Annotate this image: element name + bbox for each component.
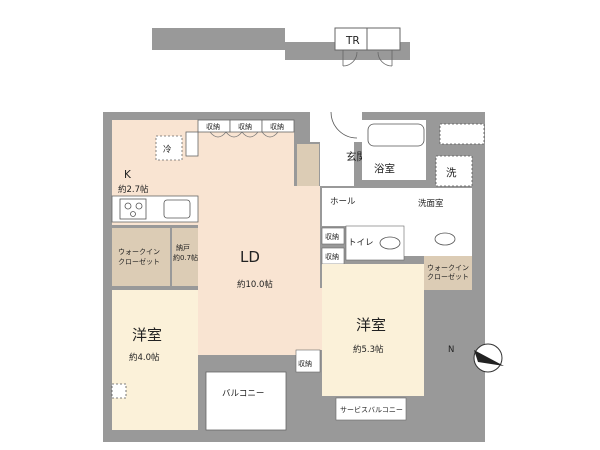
closet-west-label-2: クローゼット <box>118 257 160 266</box>
sink-icon <box>163 199 191 219</box>
storage-label-2: 収納 <box>238 122 252 131</box>
room-east-label: 洋室 <box>356 316 386 334</box>
room-ld-label: LD <box>240 248 260 266</box>
hall-label: ホール <box>330 197 356 207</box>
entrance-shoe <box>297 144 319 186</box>
bath-label: 浴室 <box>374 162 395 175</box>
fridge-label: 冷 <box>163 144 172 155</box>
balcony-label: バルコニー <box>222 389 264 399</box>
room-ld-size: 約10.0帖 <box>237 279 273 290</box>
pantry-size: 約0.7帖 <box>173 253 198 262</box>
compass-icon: N <box>448 343 504 373</box>
fridge <box>155 135 183 161</box>
closet-west-label-1: ウォークイン <box>118 248 160 256</box>
west-bottom-window <box>111 383 127 399</box>
balcony <box>205 371 287 431</box>
toilet-icon <box>379 236 401 250</box>
closet-west <box>112 228 170 286</box>
storage-hall-1 <box>321 227 345 245</box>
storage-east <box>295 349 321 373</box>
service-balcony <box>335 397 407 421</box>
corridor-wall <box>152 28 410 60</box>
room-west-size: 約4.0帖 <box>129 352 160 363</box>
room-west-label: 洋室 <box>132 326 162 344</box>
kitchen-cabinet <box>185 131 199 157</box>
storage-hall-2-label: 収納 <box>325 252 339 261</box>
storage-label-3: 収納 <box>270 122 284 131</box>
window-east-top <box>439 123 485 145</box>
storage-east-label: 収納 <box>298 359 312 368</box>
kitchen-label: K <box>124 169 132 181</box>
kitchen-size: 約2.7帖 <box>118 184 149 195</box>
storage-row: 収納 収納 収納 <box>197 119 295 138</box>
entrance <box>320 142 354 186</box>
pantry <box>172 228 198 286</box>
washer <box>435 155 473 187</box>
washbasin-icon <box>434 232 456 246</box>
entrance-label-1: 玄関 <box>346 150 367 163</box>
bathtub-icon <box>367 123 425 147</box>
north-label: N <box>448 345 454 355</box>
stove-icon <box>119 198 147 220</box>
hall <box>322 188 378 226</box>
tr-label: TR <box>345 35 360 47</box>
storage-label-1: 収納 <box>206 122 220 131</box>
storage-doors <box>209 131 279 138</box>
tr-door-left <box>342 50 358 67</box>
room-ld <box>198 132 322 355</box>
tr-door-right <box>377 50 393 67</box>
storage-hall-1-label: 収納 <box>325 232 339 241</box>
closet-east-label-2: クローゼット <box>427 272 469 281</box>
closet-east-label-1: ウォークイン <box>427 264 469 272</box>
room-east-size: 約5.3帖 <box>353 344 384 355</box>
entrance-door <box>330 111 358 139</box>
room-east <box>322 264 424 396</box>
corridor-strip: TR <box>152 27 410 67</box>
closet-east <box>424 256 472 290</box>
service-balcony-label: サービスバルコニー <box>340 405 403 414</box>
toilet-label: トイレ <box>348 238 374 248</box>
room-west <box>112 290 198 430</box>
pantry-label: 納戸 <box>176 243 190 252</box>
washroom-label: 洗面室 <box>418 198 444 209</box>
washer-label: 洗 <box>446 167 457 179</box>
